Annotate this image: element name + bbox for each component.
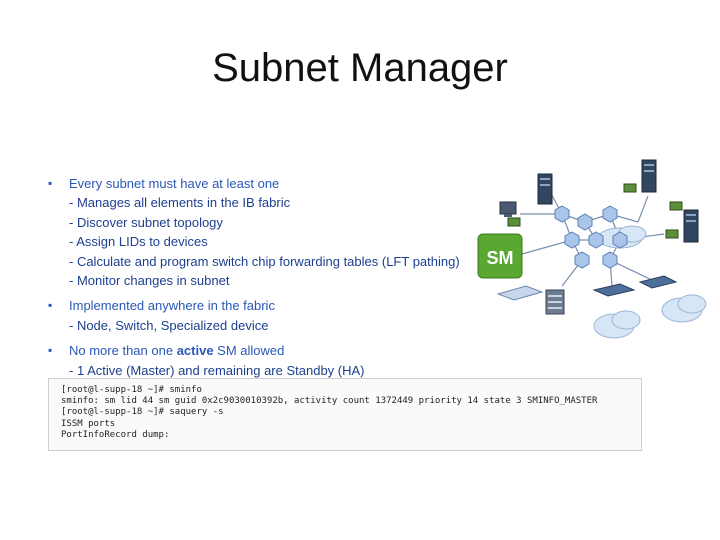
terminal-line: [root@l-supp-18 ~]# saquery -s [61, 407, 224, 418]
terminal-line: sminfo: sm lid 44 sm guid 0x2c9030010392… [61, 396, 598, 407]
server-icon [537, 173, 553, 205]
terminal-line: PortInfoRecord dump: [61, 429, 170, 440]
sm-badge: SM [477, 233, 523, 279]
bullet-3: ▪ No more than one active SM allowed [48, 341, 488, 360]
bullet-3-text-before: No more than one [69, 343, 177, 359]
fabric-diagram: SM [477, 159, 707, 339]
bullet-2-text: Implemented anywhere in the fabric [69, 298, 275, 314]
sub-item: - Manages all elements in the IB fabric [69, 195, 291, 211]
switch-icon [496, 275, 678, 301]
bullet-3-text-bold: active [176, 343, 214, 359]
sub-item: - 1 Active (Master) and remaining are St… [69, 362, 365, 378]
sub-item: - Discover subnet topology [69, 214, 223, 230]
bullet-2: ▪ Implemented anywhere in the fabric [48, 296, 488, 315]
sub-item: - Monitor changes in subnet [69, 273, 230, 289]
terminal-line: [root@l-supp-18 ~]# sminfo [61, 385, 202, 395]
bullet-marker: ▪ [48, 176, 53, 190]
server-icon [641, 159, 657, 193]
sm-label: SM [487, 248, 514, 268]
terminal-line: ISSM ports [61, 418, 116, 429]
bullet-1: ▪ Every subnet must have at least one [48, 174, 488, 193]
adapter-icon [507, 183, 683, 239]
workstation-icon [499, 201, 517, 217]
sub-item: - Node, Switch, Specialized device [69, 317, 269, 333]
bullet-marker: ▪ [48, 298, 53, 313]
slide-title: Subnet Manager [212, 46, 508, 90]
sub-item: - Calculate and program switch chip forw… [69, 253, 460, 269]
bullet-list: ▪ Every subnet must have at least one - … [48, 174, 488, 380]
bullet-3-text-after: SM allowed [213, 343, 285, 359]
bullet-marker: ▪ [48, 343, 53, 358]
sub-item: - Assign LIDs to devices [69, 234, 208, 250]
cloud-icon [593, 294, 707, 339]
storage-icon [545, 289, 565, 315]
server-icon [683, 209, 699, 243]
bullet-1-text: Every subnet must have at least one [69, 176, 280, 191]
switch-hex-nodes [554, 205, 628, 269]
